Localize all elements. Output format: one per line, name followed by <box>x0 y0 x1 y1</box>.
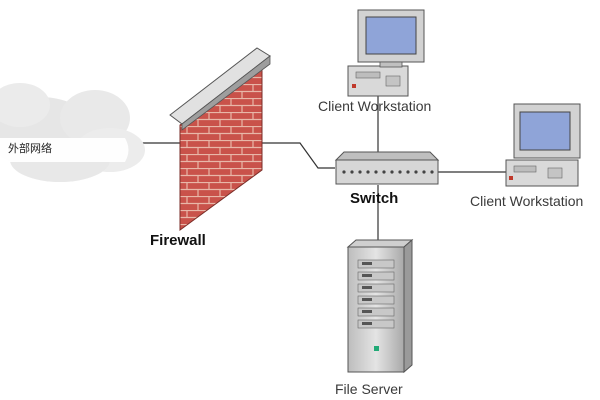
workstation-top-label: Client Workstation <box>318 98 432 114</box>
switch-label: Switch <box>350 190 399 207</box>
workstation-right-label: Client Workstation <box>470 193 584 209</box>
connection-lines <box>130 96 510 240</box>
file-server-label: File Server <box>335 381 403 397</box>
external-network-label: 外部网络 <box>8 143 52 155</box>
firewall-icon <box>169 47 271 231</box>
workstation-top-icon <box>347 9 425 97</box>
workstation-right-icon <box>505 103 581 187</box>
file-server-icon <box>346 238 414 374</box>
cloud-icon <box>0 83 145 182</box>
firewall-label: Firewall <box>150 232 206 249</box>
link-firewall-switch <box>235 142 335 169</box>
switch-icon <box>334 151 440 185</box>
